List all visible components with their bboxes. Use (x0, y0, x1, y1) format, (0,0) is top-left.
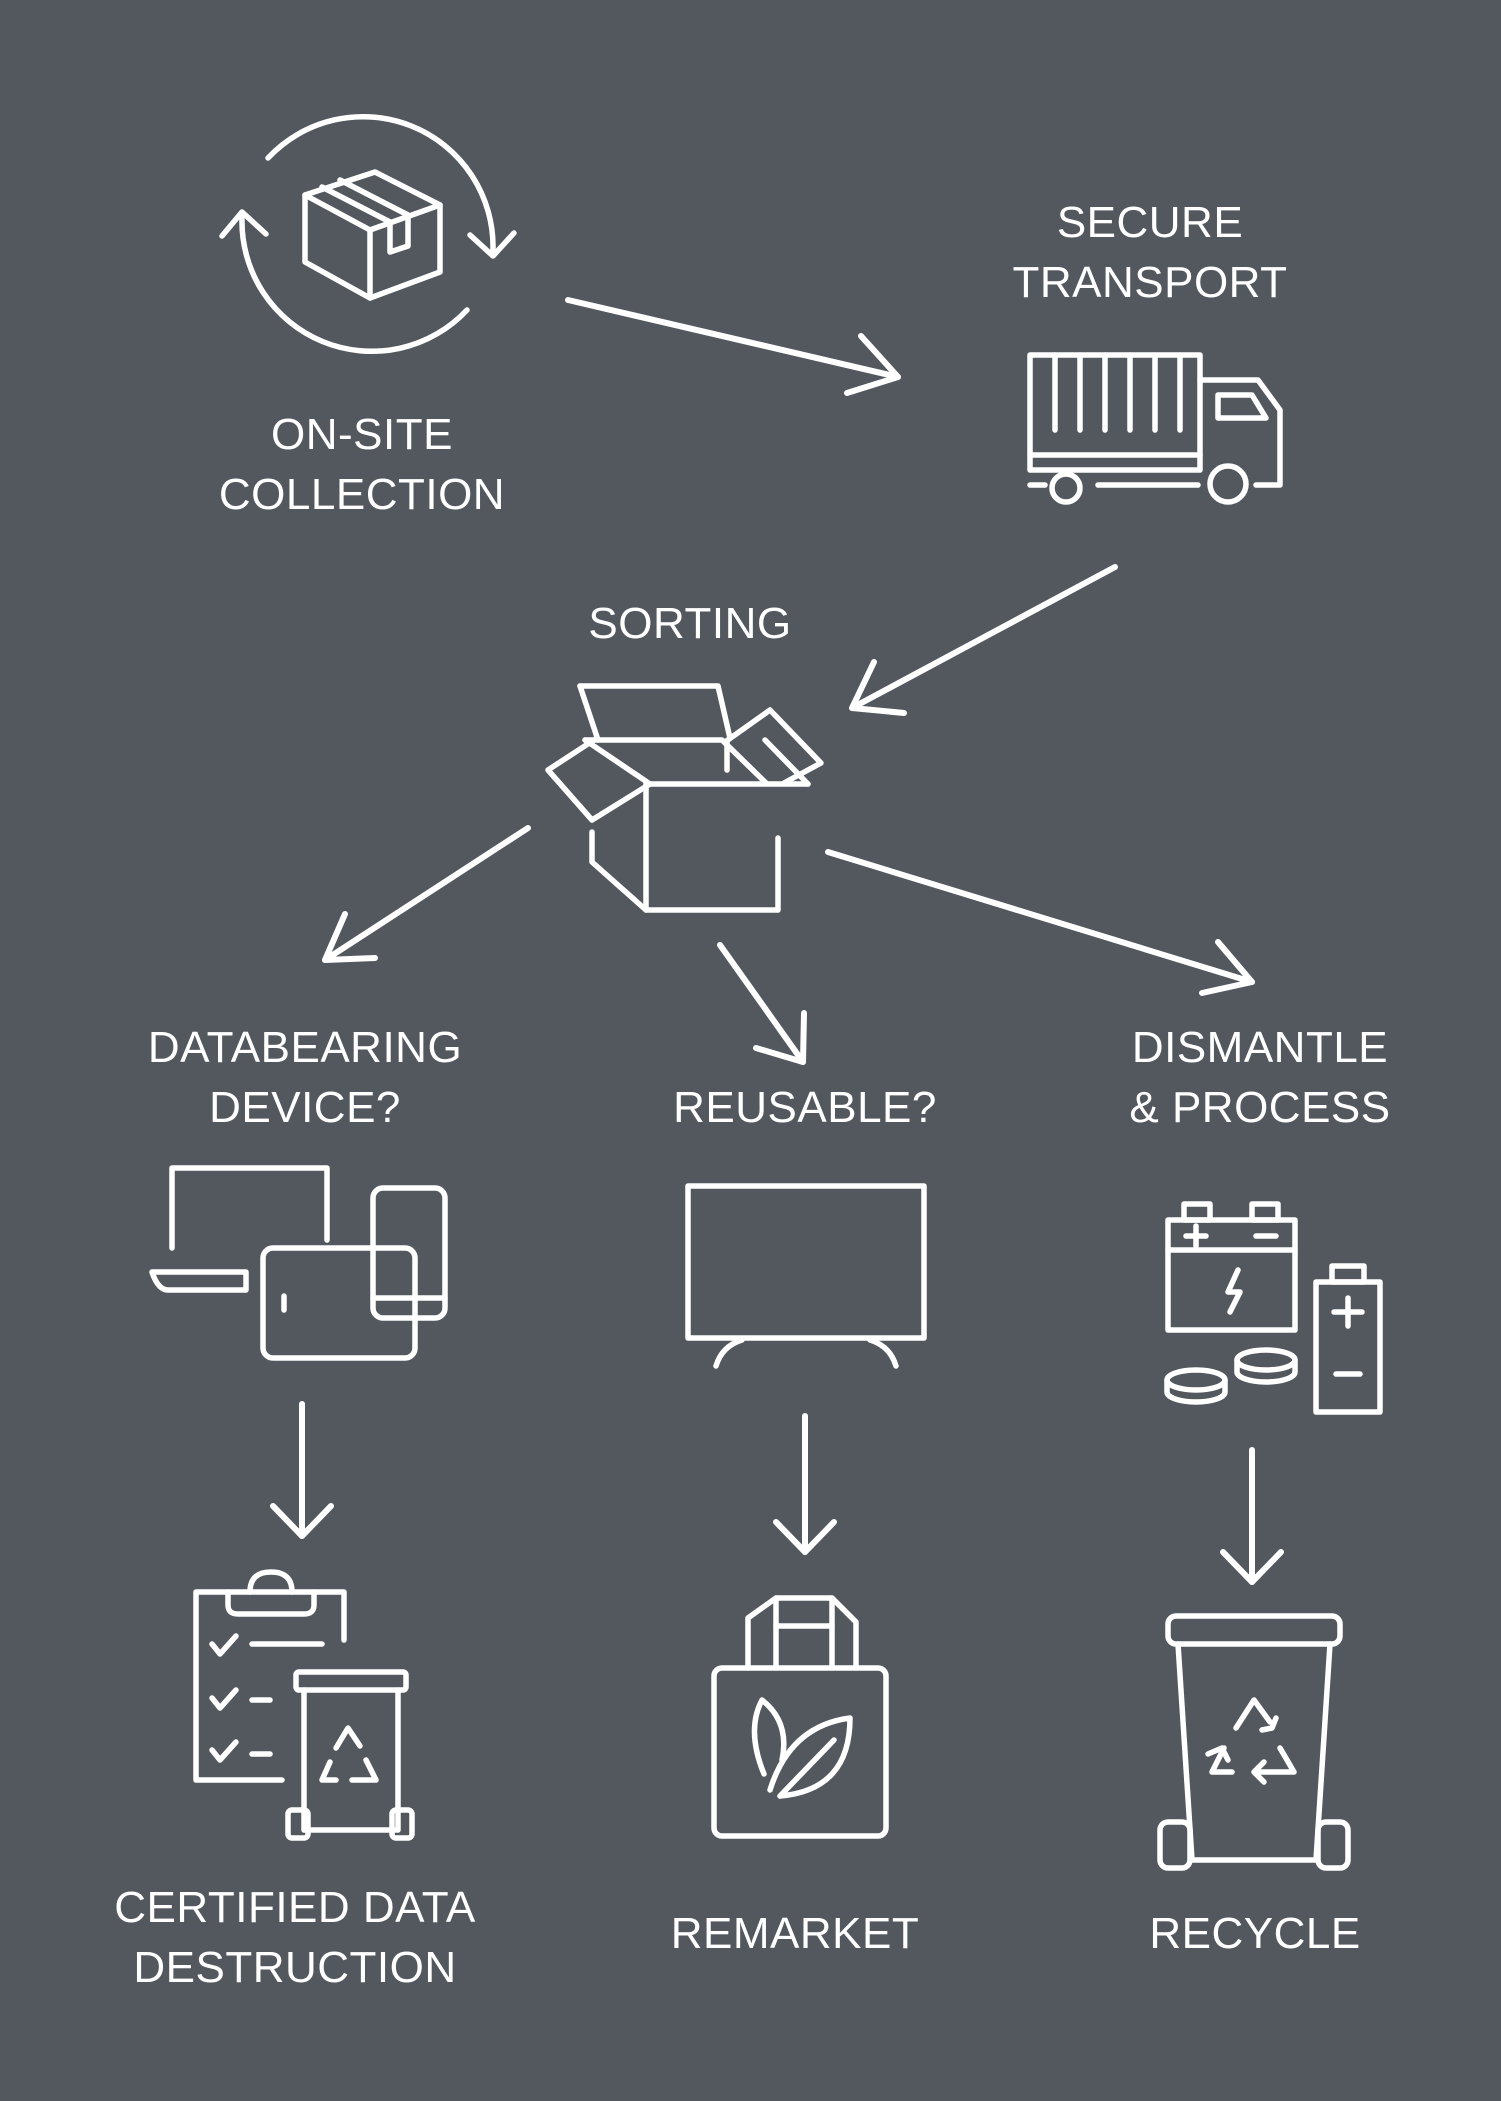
label-line: DATABEARING (147, 1023, 463, 1072)
label-line: DISMANTLE (1131, 1023, 1389, 1072)
recycle-bin-icon (1157, 1613, 1351, 1871)
label-line: REMARKET (670, 1909, 920, 1958)
arrow-transport-to-sorting (849, 564, 1118, 716)
label-reusable: REUSABLE? (640, 1078, 970, 1138)
arrow-collection-to-transport (565, 297, 901, 396)
label-recycle: RECYCLE (1100, 1904, 1410, 1964)
label-remarket: REMARKET (640, 1904, 950, 1964)
arrow-databearing-to-destruction (270, 1401, 334, 1539)
tv-icon (685, 1183, 927, 1369)
arrow-dismantle-to-recycle (1220, 1447, 1284, 1585)
label-line: TRANSPORT (1012, 258, 1288, 307)
label-line: REUSABLE? (673, 1083, 937, 1132)
label-line: DESTRUCTION (133, 1943, 457, 1992)
label-line: CERTIFIED DATA (114, 1883, 476, 1932)
label-on-site-collection: ON-SITE COLLECTION (187, 405, 537, 525)
box-cycle-icon (219, 114, 517, 354)
label-line: SORTING (588, 599, 792, 648)
label-certified-data-destruction: CERTIFIED DATA DESTRUCTION (95, 1878, 495, 1998)
label-sorting: SORTING (540, 594, 840, 654)
label-line: ON-SITE (271, 410, 453, 459)
label-secure-transport: SECURE TRANSPORT (990, 193, 1310, 313)
truck-icon (1027, 352, 1283, 505)
label-line: SECURE (1056, 198, 1244, 247)
label-line: COLLECTION (218, 470, 506, 519)
label-dismantle-process: DISMANTLE & PROCESS (1090, 1018, 1430, 1138)
arrow-sorting-to-reusable (717, 942, 807, 1065)
batteries-icon (1164, 1201, 1383, 1415)
arrow-sorting-to-databearing (322, 825, 531, 963)
label-databearing-device: DATABEARING DEVICE? (120, 1018, 490, 1138)
arrow-sorting-to-dismantle (825, 849, 1255, 996)
devices-icon (149, 1165, 448, 1361)
label-line: DEVICE? (209, 1083, 401, 1132)
open-box-icon (545, 683, 824, 913)
label-line: RECYCLE (1149, 1909, 1361, 1958)
eco-bag-icon (711, 1595, 889, 1839)
arrow-reusable-to-remarket (773, 1413, 837, 1555)
label-line: & PROCESS (1129, 1083, 1391, 1132)
clipboard-bin-icon (193, 1569, 415, 1841)
